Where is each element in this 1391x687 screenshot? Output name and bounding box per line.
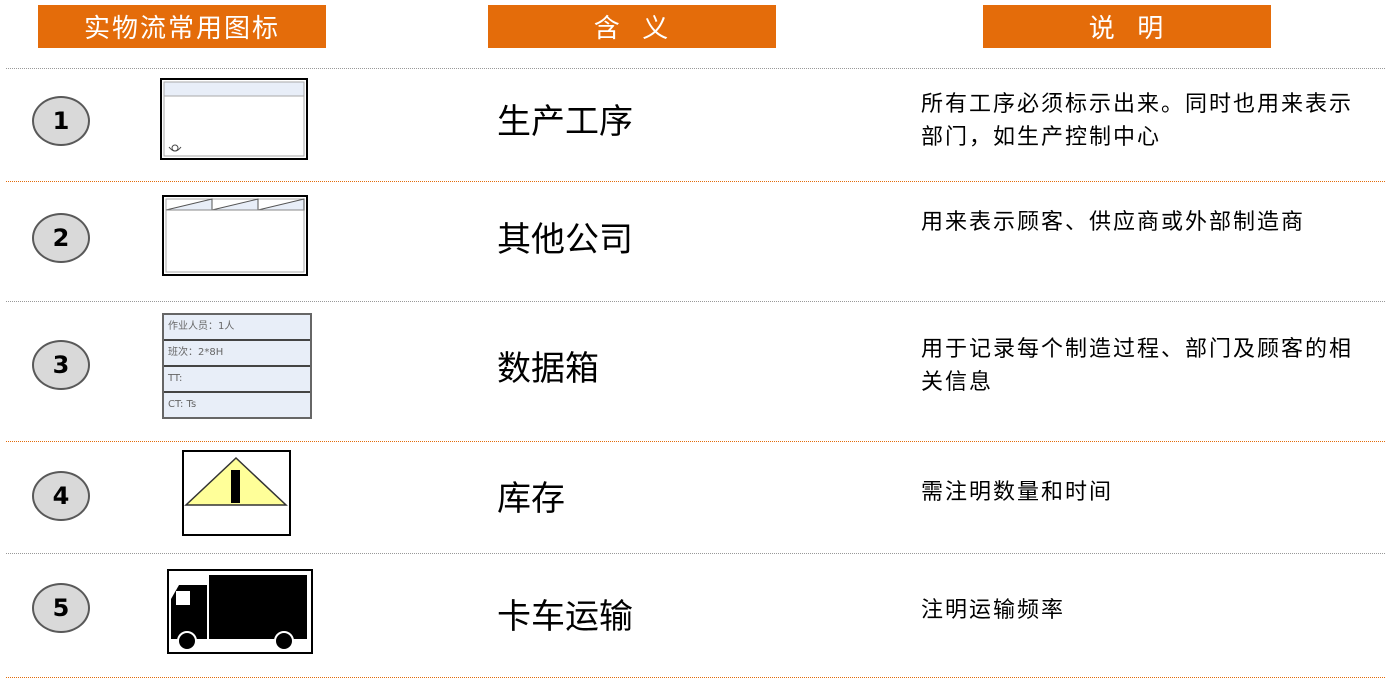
row-name: 数据箱	[497, 349, 599, 389]
divider	[6, 677, 1385, 678]
divider	[6, 301, 1385, 302]
row-number: 3	[32, 340, 90, 390]
row-number: 4	[32, 471, 90, 521]
inventory-triangle-icon	[182, 450, 291, 536]
row-description: 用于记录每个制造过程、部门及顾客的相关信息	[921, 337, 1354, 395]
divider	[6, 68, 1385, 69]
row-number: 1	[32, 96, 90, 146]
header-meaning-column: 含 义	[488, 5, 776, 48]
row-name: 库存	[497, 479, 565, 519]
truck-icon	[167, 569, 313, 654]
row-name: 卡车运输	[497, 597, 633, 637]
row-number: 5	[32, 583, 90, 633]
header-note-column: 说 明	[983, 5, 1271, 48]
data-box-field: 班次：2*8H	[164, 341, 310, 367]
row-description: 用来表示顾客、供应商或外部制造商	[921, 210, 1306, 235]
data-box-icon: 作业人员：1人 班次：2*8H TT: CT: Ts	[162, 313, 312, 419]
factory-icon	[162, 195, 308, 276]
row-description: 所有工序必须标示出来。同时也用来表示部门，如生产控制中心	[921, 92, 1354, 150]
divider	[6, 181, 1385, 182]
divider	[6, 553, 1385, 554]
data-box-field: TT:	[164, 367, 310, 393]
data-box-field: 作业人员：1人	[164, 315, 310, 341]
process-box-icon	[160, 78, 308, 160]
row-name: 生产工序	[497, 102, 633, 142]
row-number: 2	[32, 213, 90, 263]
row-description: 注明运输频率	[921, 598, 1066, 623]
row-name: 其他公司	[497, 220, 633, 260]
row-description: 需注明数量和时间	[921, 480, 1114, 505]
data-box-field: CT: Ts	[168, 399, 197, 410]
divider	[6, 441, 1385, 442]
header-icon-column: 实物流常用图标	[38, 5, 326, 48]
